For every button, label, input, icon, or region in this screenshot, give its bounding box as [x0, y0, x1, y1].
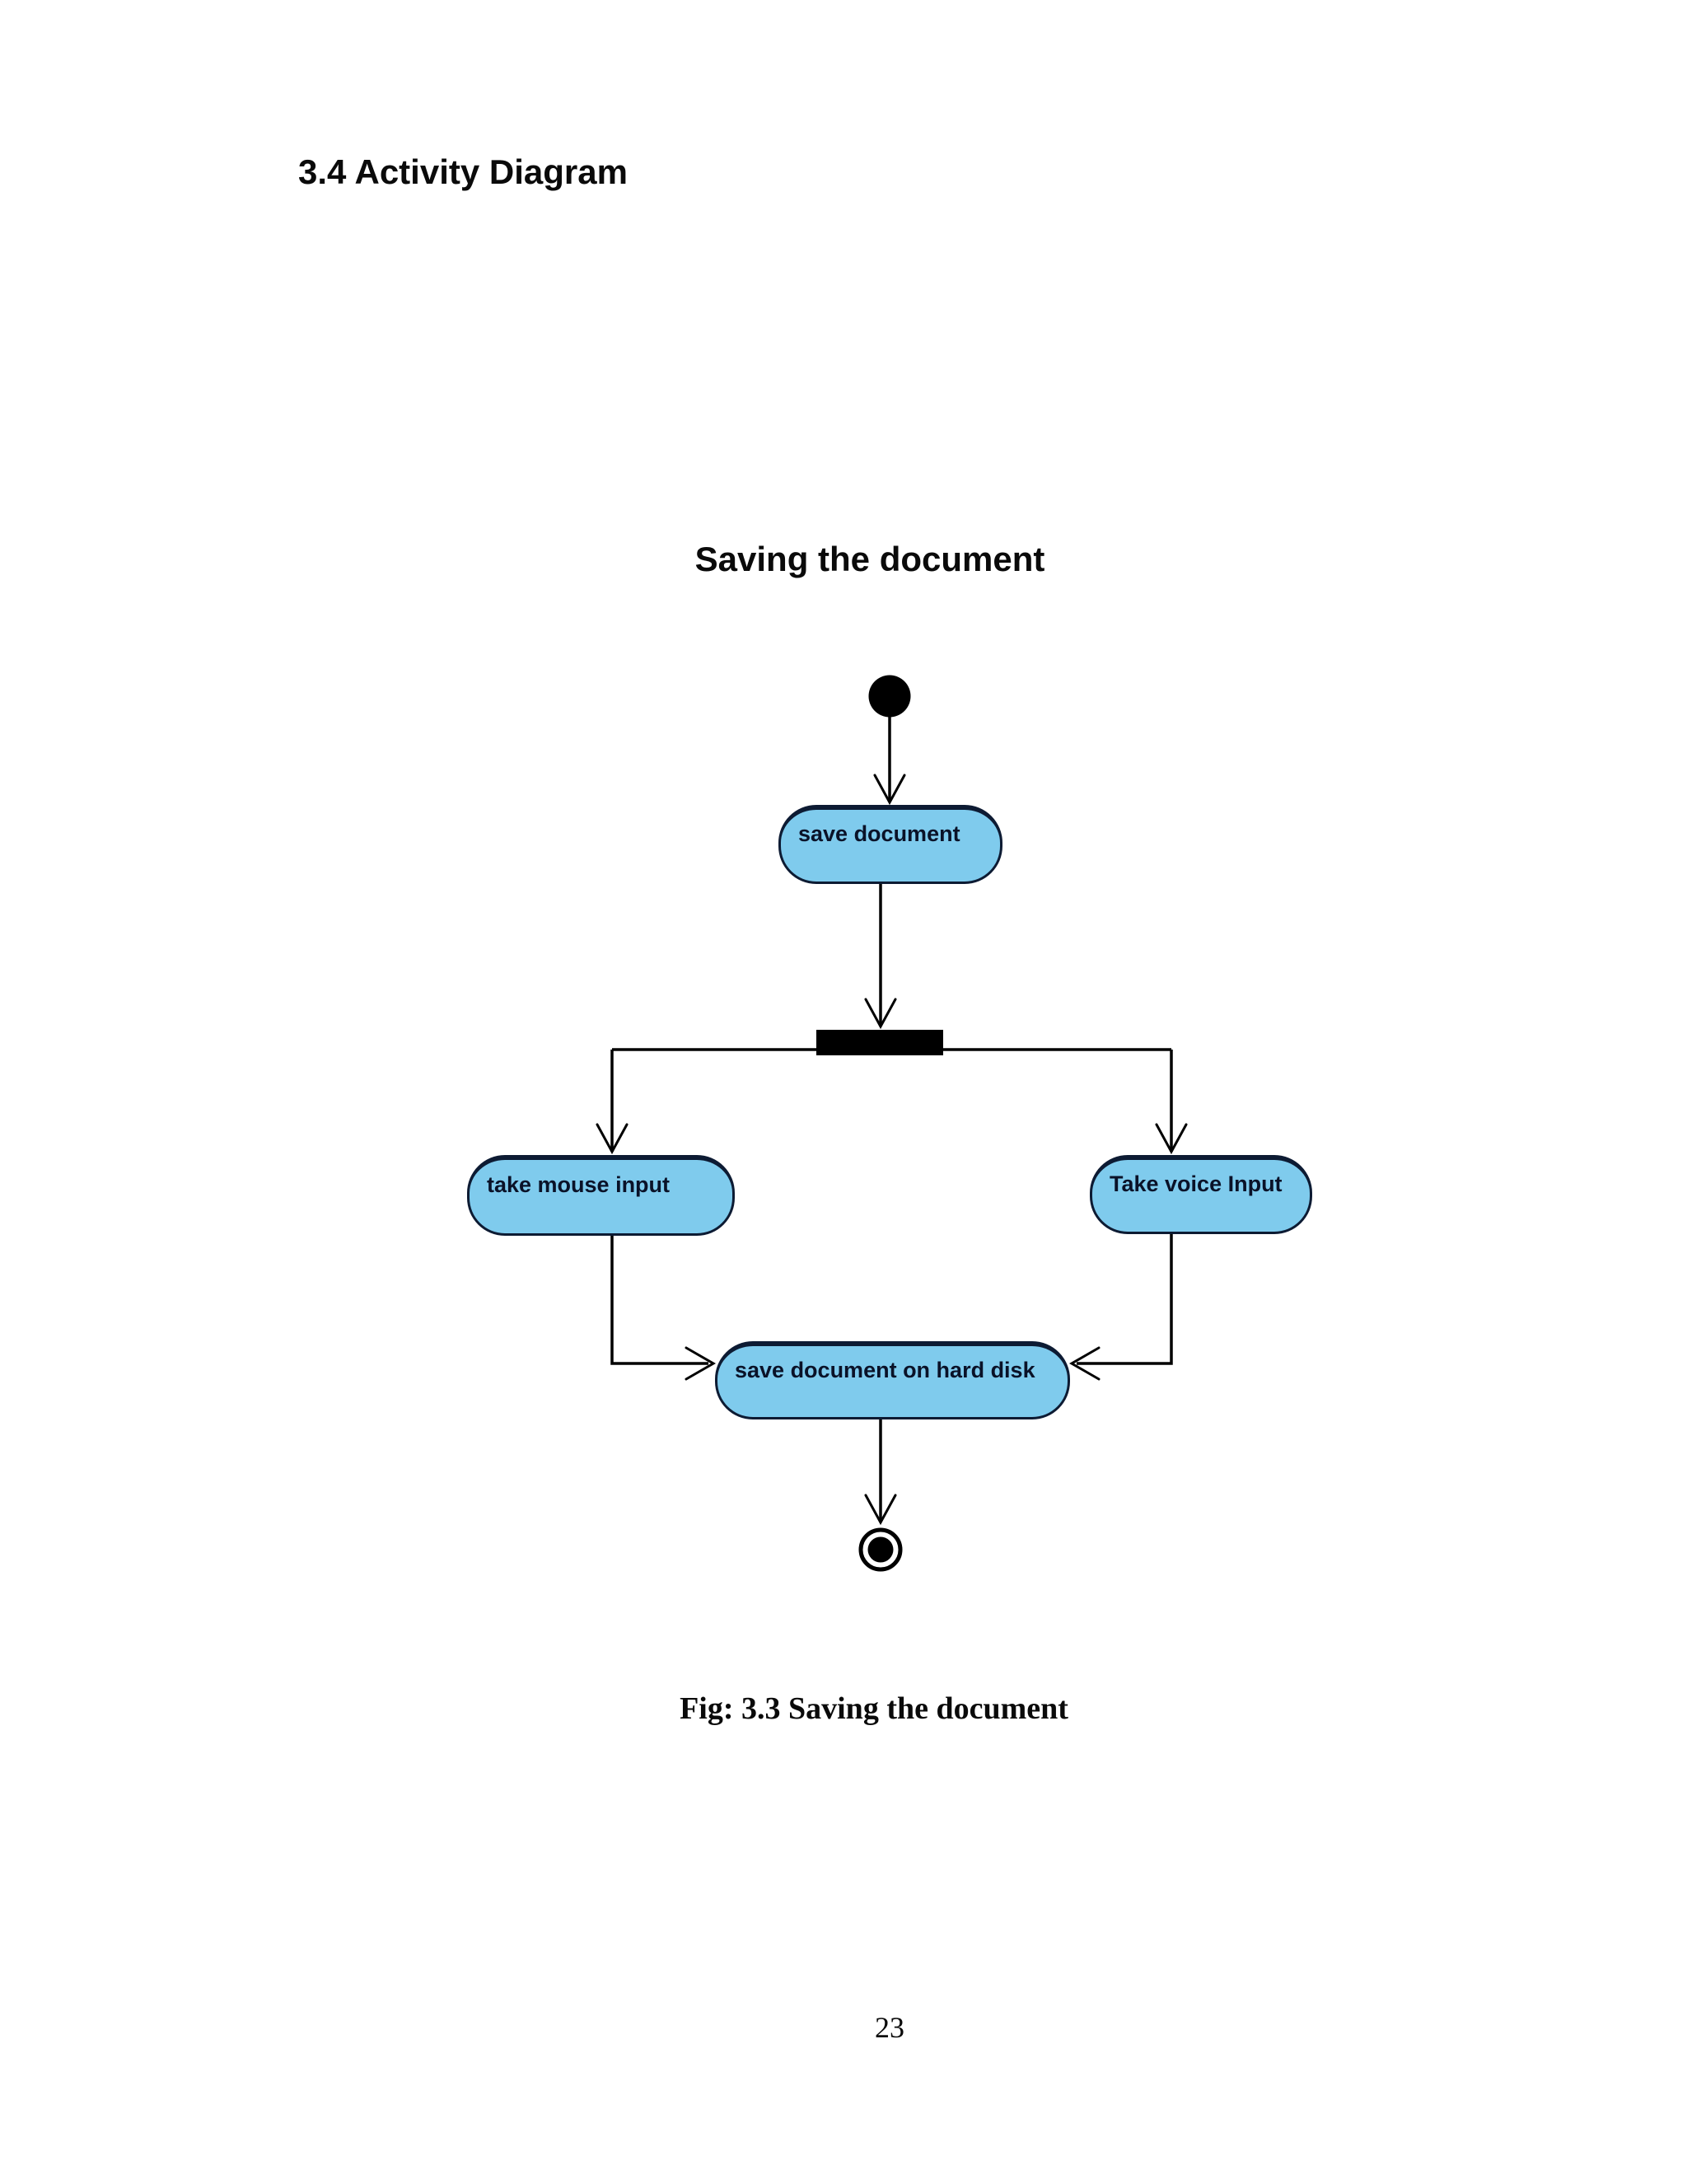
edge-take-mouse-input-to-save-on-disk: [610, 1236, 717, 1381]
arrowhead-down-icon: [864, 1494, 897, 1526]
arrowhead-down-icon: [873, 774, 906, 806]
edge-save-on-disk-to-final: [864, 1419, 897, 1526]
initial-node-icon: [868, 675, 911, 718]
activity-node-take-mouse-input: take mouse input: [467, 1155, 735, 1236]
section-heading: 3.4 Activity Diagram: [298, 152, 628, 191]
edge-take-voice-input-to-save-on-disk: [1068, 1234, 1173, 1381]
activity-node-save-document: save document: [778, 805, 1002, 884]
activity-node-take-voice-input: Take voice Input: [1090, 1155, 1312, 1234]
figure-caption: Fig: 3.3 Saving the document: [680, 1691, 1068, 1726]
arrowhead-left-icon: [1068, 1346, 1101, 1381]
activity-node-label: Take voice Input: [1110, 1172, 1283, 1196]
edge-fork-to-take-voice-input: [1155, 1050, 1188, 1155]
edge-initial-to-save-document: [873, 715, 906, 806]
figure-title: Saving the document: [694, 540, 1045, 578]
arrowhead-down-icon: [864, 998, 897, 1030]
activity-node-label: take mouse input: [487, 1172, 671, 1197]
final-node-icon: [858, 1527, 903, 1572]
edge-fork-to-take-mouse-input: [596, 1050, 629, 1155]
fork-bar: [816, 1030, 943, 1055]
activity-node-label: save document: [798, 821, 960, 846]
arrowhead-down-icon: [596, 1123, 629, 1155]
activity-node-save-document-on-hard-disk: save document on hard disk: [715, 1341, 1070, 1419]
activity-node-label: save document on hard disk: [735, 1357, 1035, 1382]
arrowhead-right-icon: [685, 1346, 717, 1381]
edge-save-document-to-fork: [864, 884, 897, 1030]
arrowhead-down-icon: [1155, 1123, 1188, 1155]
page-number: 23: [875, 2011, 904, 2044]
